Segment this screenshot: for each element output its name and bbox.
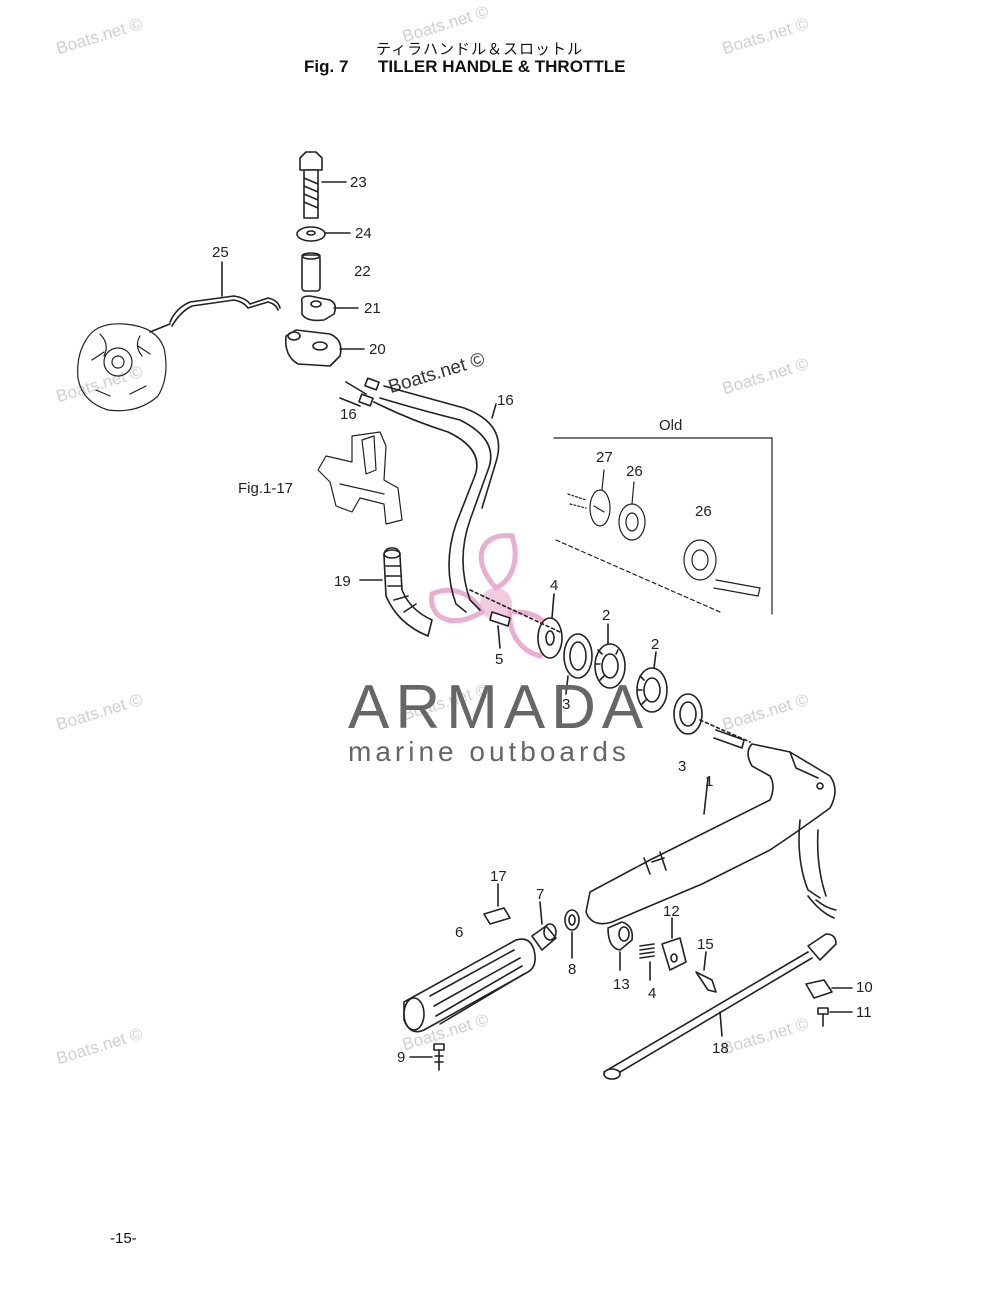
clip-10-icon [805,979,853,999]
callout-16: 16 [497,392,514,409]
callout-15: 15 [697,936,714,953]
callout-12: 12 [663,903,680,920]
ring-3b-icon [673,693,703,735]
screw-5-icon [489,611,511,649]
throttle-cam-20-icon [284,329,365,367]
carburetor-icon [77,323,167,412]
callout-3: 3 [678,758,687,775]
propeller-logo-icon [429,533,553,659]
callout-23: 23 [350,174,367,191]
callout-26: 26 [695,503,712,520]
callout-21: 21 [364,300,381,317]
cap-13-icon [607,921,634,971]
callout-18: 18 [712,1040,729,1057]
callout-22: 22 [354,263,371,280]
grommet-tube-19-icon [359,547,433,637]
washer-24-icon [296,226,351,242]
callout-13: 13 [613,976,630,993]
spring-14-icon [639,943,655,981]
plate-4-icon [537,593,563,659]
callout-6: 6 [455,924,464,941]
callout-7: 7 [536,886,545,903]
callout-1: 1 [705,773,714,790]
brand-subtitle: marine outboards [348,736,630,767]
collar-7-icon [531,901,557,951]
callout-4: 4 [648,985,657,1002]
tiller-handle-1-icon [585,743,837,925]
reference-bracket-icon [317,431,403,525]
reference-label: Fig.1-17 [238,480,294,497]
callout-11: 11 [856,1004,872,1021]
washer-8-icon [564,909,580,959]
callout-4: 4 [550,577,559,594]
callout-5: 5 [495,651,504,668]
callout-2: 2 [651,636,660,653]
callout-3: 3 [562,696,571,713]
page-number: -15- [110,1230,137,1247]
callout-20: 20 [369,341,386,358]
gear-2-icon [594,623,626,689]
callout-27: 27 [596,449,613,466]
bolt-23-icon [299,151,347,219]
screw-11-icon [817,1007,853,1027]
title-japanese: ティラハンドル＆スロットル [376,40,583,58]
callout-26: 26 [626,463,643,480]
callout-17: 17 [490,868,507,885]
screw-9-icon [409,1043,445,1071]
callout-24: 24 [355,225,372,242]
link-rod-25-icon [149,261,281,333]
callout-9: 9 [397,1049,406,1066]
old-parts-label: Old [659,417,683,434]
sleeve-22-icon [301,252,321,292]
plate-17-icon [483,883,511,925]
old-parts-box [553,437,773,615]
figure-title: TILLER HANDLE & THROTTLE [378,57,626,76]
figure-number: Fig. 7 [304,57,349,76]
callout-10: 10 [856,979,873,996]
screw-15-icon [695,951,717,993]
callout-16: 16 [340,406,357,423]
brand-logo-text: ARMADA [348,673,650,742]
grip-6-icon [403,938,536,1033]
callout-8: 8 [568,961,577,978]
callout-25: 25 [212,244,229,261]
callout-19: 19 [334,573,351,590]
block-12-icon [661,917,687,971]
callout-2: 2 [602,607,611,624]
bracket-21-icon [300,295,359,322]
gear-2b-icon [636,651,668,713]
throttle-cable-16-icon [339,377,500,613]
throttle-rod-18-icon [603,933,837,1080]
ring-3-icon [563,633,593,695]
